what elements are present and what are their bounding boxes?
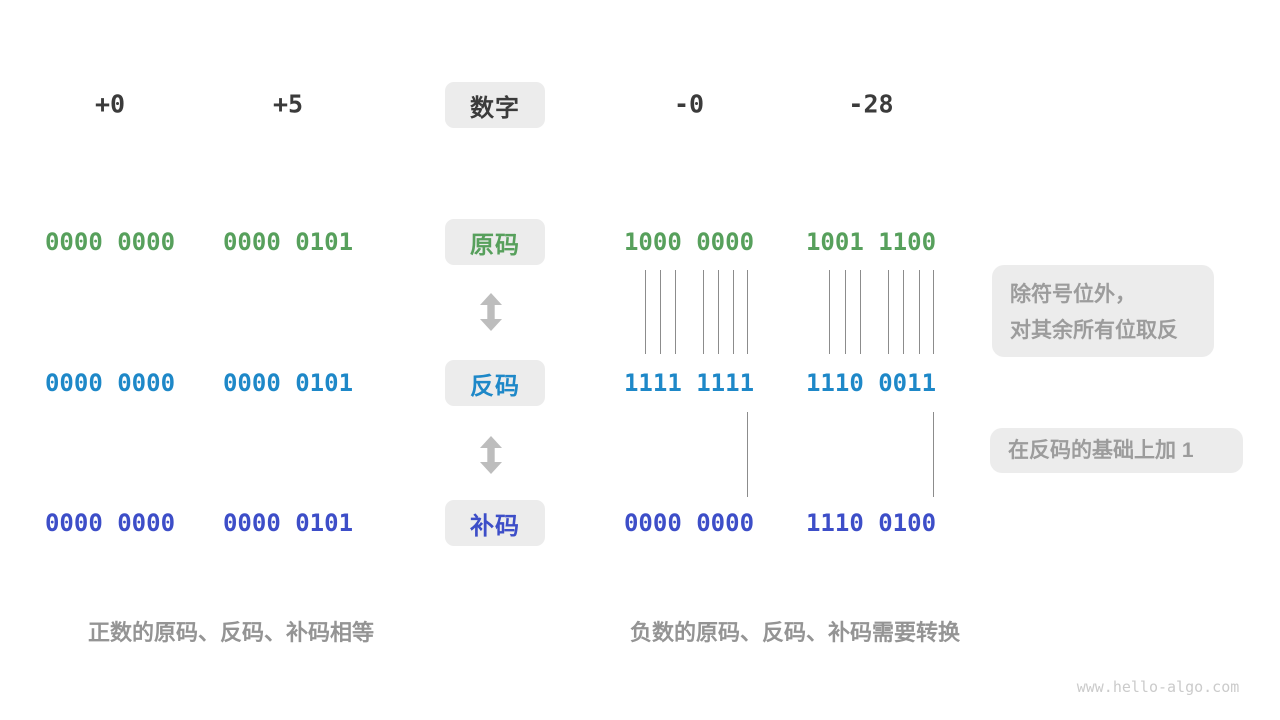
ones-binary-col2: 0000 0101 [222,369,354,397]
negative-caption: 负数的原码、反码、补码需要转换 [629,620,961,645]
bit-flip-line [845,270,846,354]
positive-caption: 正数的原码、反码、补码相等 [87,620,375,645]
bit-flip-line [660,270,661,354]
header-label-box: 数字 [445,82,545,128]
bit-flip-line [829,270,830,354]
number-plus-zero: +0 [94,89,126,119]
bit-flip-line [733,270,734,354]
flip-bits-annotation: 除符号位外， 对其余所有位取反 [992,265,1214,357]
bit-flip-line [675,270,676,354]
bit-flip-line [933,270,934,354]
number-minus-twenty-eight: -28 [848,89,894,119]
twos-binary-col1: 0000 0000 [44,509,176,537]
ones-binary-col1: 0000 0000 [44,369,176,397]
watermark: www.hello-algo.com [1076,678,1240,696]
bit-flip-line [903,270,904,354]
ones-complement-label-box: 反码 [445,360,545,406]
bit-flip-line [888,270,889,354]
sign-binary-col4: 1001 1100 [805,228,937,256]
sign-binary-col1: 0000 0000 [44,228,176,256]
twos-complement-label-box: 补码 [445,500,545,546]
number-plus-five: +5 [272,89,304,119]
sign-binary-col3: 1000 0000 [623,228,755,256]
bit-flip-line [747,270,748,354]
sign-binary-col2: 0000 0101 [222,228,354,256]
add-one-line [933,412,934,497]
bit-flip-line [919,270,920,354]
add-one-annotation: 在反码的基础上加 1 [990,428,1243,473]
twos-binary-col2: 0000 0101 [222,509,354,537]
bit-flip-line [703,270,704,354]
twos-binary-col4: 1110 0100 [805,509,937,537]
number-minus-zero: -0 [673,89,705,119]
bit-flip-line [645,270,646,354]
add-one-line [747,412,748,497]
flip-bits-line2: 对其余所有位取反 [1010,319,1178,342]
bit-flip-line [718,270,719,354]
ones-binary-col3: 1111 1111 [623,369,755,397]
twos-binary-col3: 0000 0000 [623,509,755,537]
ones-binary-col4: 1110 0011 [805,369,937,397]
up-down-arrow-icon [480,436,502,474]
up-down-arrow-icon [480,293,502,331]
sign-magnitude-label-box: 原码 [445,219,545,265]
flip-bits-line1: 除符号位外， [1010,283,1136,306]
bit-flip-line [860,270,861,354]
